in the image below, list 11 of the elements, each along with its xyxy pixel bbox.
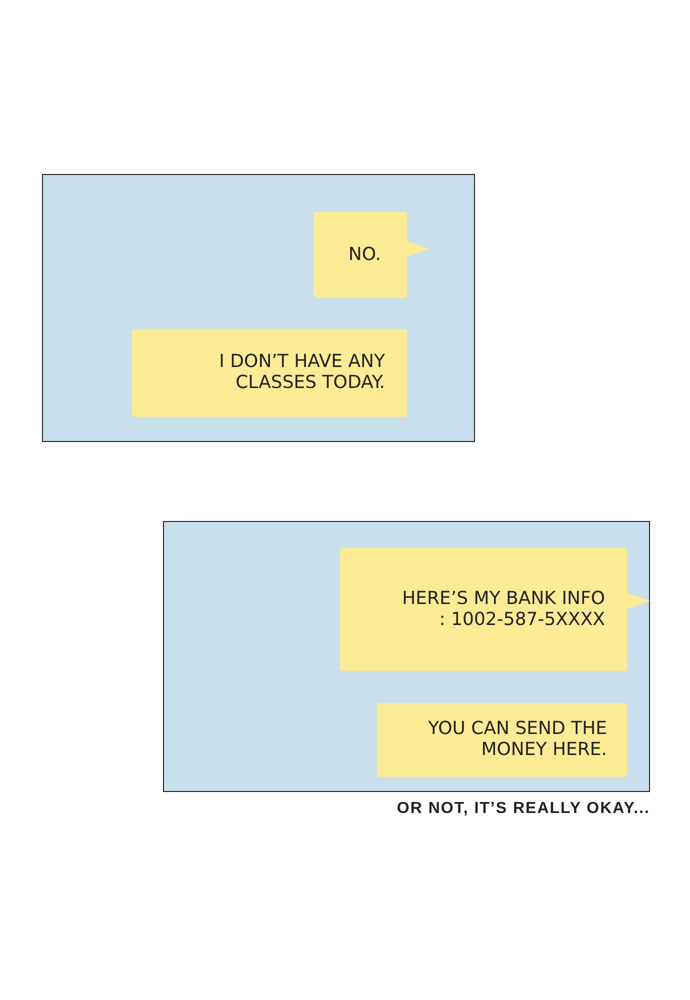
- message-text: HERE’S MY BANK INFO : 1002-587-5XXXX: [401, 588, 605, 630]
- speech-bubble: [314, 212, 430, 298]
- message-text: YOU CAN SEND THE MONEY HERE.: [427, 719, 607, 761]
- message-text: NO.: [348, 244, 381, 266]
- speech-bubble: [377, 703, 627, 777]
- speech-bubble: [132, 329, 407, 417]
- caption-text: OR NOT, IT’S REALLY OKAY...: [396, 800, 650, 818]
- comic-panel: [163, 521, 650, 792]
- speech-bubble: [340, 548, 650, 671]
- comic-panel: [42, 174, 475, 442]
- message-text: I DON’T HAVE ANY CLASSES TODAY.: [218, 352, 385, 394]
